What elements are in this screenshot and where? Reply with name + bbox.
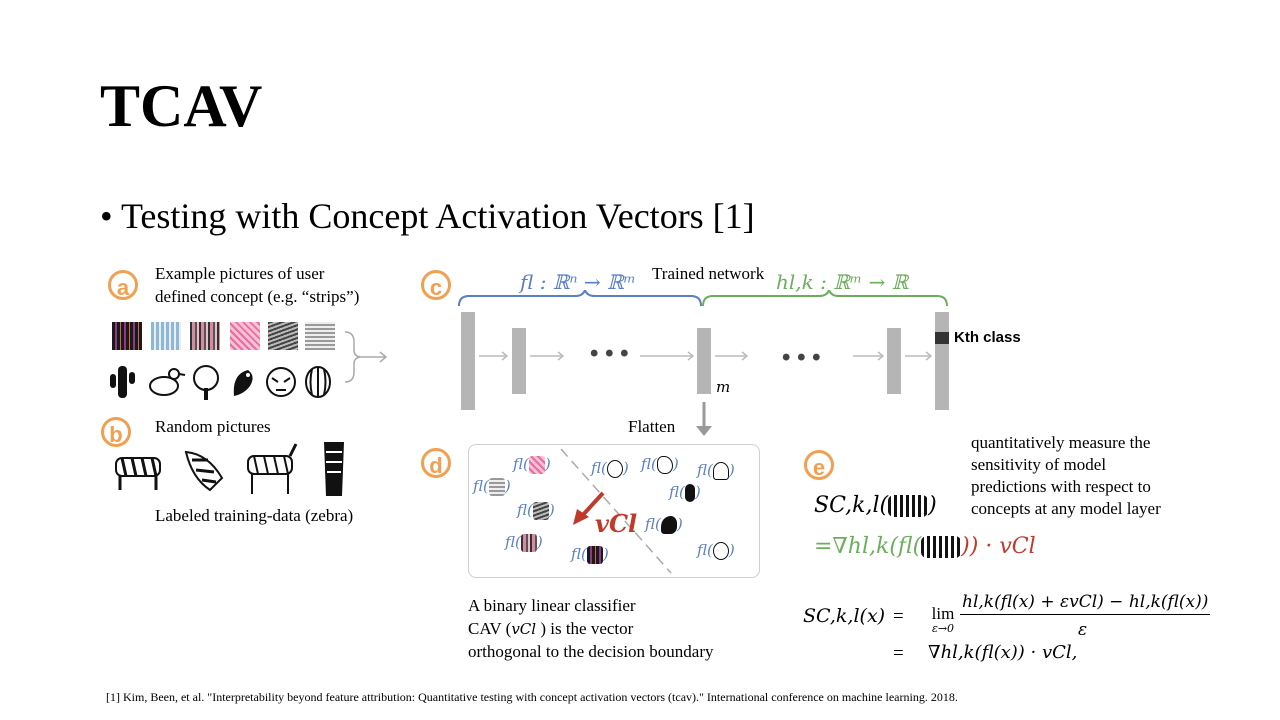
zebra-images: [115, 442, 344, 496]
k-class-unit: [935, 332, 949, 344]
panel-d-caption-3: orthogonal to the decision boundary: [468, 642, 714, 661]
h-formula: hl,k : ℝᵐ → ℝ: [776, 270, 909, 294]
fl-label: fl(: [591, 459, 607, 477]
cav-symbol-inline: vCl: [511, 620, 537, 638]
fl-label: fl(: [571, 545, 587, 563]
panel-e-desc-4: concepts at any model layer: [971, 499, 1161, 518]
label-b: b: [101, 417, 131, 447]
stripe-image-1: [112, 322, 142, 350]
stripe-thumb: [528, 456, 545, 474]
bird-icon: [656, 456, 673, 474]
grad-eq: =∇hl,k(fl(: [814, 534, 922, 559]
zebra-icon: [324, 442, 344, 496]
zebra-icon: [247, 443, 298, 494]
cactus-icon: [684, 484, 695, 502]
stripe-image-4: [230, 322, 260, 350]
trained-network-label: Trained network: [652, 264, 765, 283]
layer-arrows: [479, 351, 933, 361]
stripe-image-6: [305, 322, 335, 350]
limit-subscript: ε→0: [931, 622, 955, 635]
grad-tail: )) · vCl: [961, 534, 1036, 559]
panel-a-text-2: defined concept (e.g. “strips”): [155, 287, 360, 306]
flatten-arrow: [696, 402, 712, 436]
denominator: ε: [1078, 620, 1088, 640]
formula-lhs: SC,k,l(x): [803, 605, 886, 627]
panel-e-desc-3: predictions with respect to: [971, 477, 1151, 496]
f-formula: fl : ℝⁿ → ℝᵐ: [520, 270, 636, 294]
fl-label: fl(: [697, 541, 713, 559]
hidden-layer-last: [887, 328, 901, 394]
fl-label: fl(: [505, 533, 521, 551]
dots-1: • • •: [590, 340, 629, 367]
watermelon-icon: [305, 366, 331, 398]
classifier-box: fl() fl() fl() fl() fl() fl() fl() fl() …: [468, 444, 760, 578]
zebra-icon: [921, 536, 962, 558]
random-icons-row: [110, 365, 331, 400]
numerator: hl,k(fl(x) + εvCl) − hl,k(fl(x)): [960, 592, 1211, 615]
panel-e-desc-2: sensitivity of model: [971, 455, 1107, 474]
fl-label: fl(: [473, 477, 489, 495]
formula-eq-1: =: [893, 606, 904, 627]
fl-label: fl(: [517, 501, 533, 519]
parrot-icon: [233, 370, 253, 396]
tiger-icon: [712, 542, 729, 560]
panel-d-caption-2b: ) is the vector: [536, 619, 634, 638]
zebra-icon: [115, 457, 161, 490]
stripe-image-5: [268, 322, 298, 350]
hidden-layer-1: [512, 328, 526, 394]
parrot-icon: [660, 516, 677, 534]
panel-d-caption-1: A binary linear classifier: [468, 596, 636, 615]
watermelon-icon: [606, 460, 623, 478]
h-brace: [702, 290, 948, 307]
panel-d-caption-2a: CAV (: [468, 619, 512, 638]
stripe-image-2: [151, 322, 181, 350]
zebra-icon: [184, 450, 224, 492]
stripe-image-3: [190, 322, 220, 350]
tiger-icon: [266, 367, 296, 397]
f-brace: [458, 290, 702, 307]
fl-label: fl(: [669, 483, 685, 501]
cav-vector-label: vCl: [595, 509, 638, 538]
slide-title: TCAV: [100, 73, 263, 139]
stripe-thumb: [532, 502, 549, 520]
fl-label: fl(: [697, 461, 713, 479]
brace-arrow: [344, 331, 388, 383]
stripe-thumb: [488, 478, 505, 496]
s-right: ): [928, 493, 937, 518]
fl-label: fl(: [513, 455, 529, 473]
fl-label: fl(: [641, 455, 657, 473]
panel-a-text-1: Example pictures of user: [155, 264, 325, 283]
fl-label: fl(: [645, 515, 661, 533]
label-d: d: [421, 448, 451, 478]
panel-e-desc-1: quantitatively measure the: [971, 433, 1151, 452]
network-diagram: [458, 290, 949, 410]
label-e: e: [804, 450, 834, 480]
k-class-label: Kth class: [954, 329, 1021, 346]
cactus-icon: [110, 366, 135, 398]
output-layer: [935, 312, 949, 410]
tree-icon: [712, 462, 729, 480]
m-label: m: [716, 378, 731, 396]
footnote: [1] Kim, Been, et al. "Interpretability …: [106, 690, 958, 704]
zebra-icon: [888, 495, 929, 517]
bullet-point: • Testing with Concept Activation Vector…: [100, 196, 755, 236]
label-c: c: [421, 270, 451, 300]
decision-boundary: [560, 448, 672, 574]
stripe-thumb: [586, 546, 603, 564]
layer-m: [697, 328, 711, 394]
tree-icon: [193, 365, 219, 400]
bird-icon: [149, 368, 186, 396]
limit: lim: [931, 604, 955, 623]
label-a: a: [108, 270, 138, 300]
formula-eq-2: =: [893, 643, 904, 664]
panel-b-random-text: Random pictures: [155, 417, 271, 436]
flatten-label: Flatten: [628, 417, 676, 436]
s-left: SC,k,l(: [814, 493, 889, 518]
formula-line-2: ∇hl,k(fl(x)) · vCl,: [928, 642, 1078, 663]
stripe-thumb: [520, 534, 537, 552]
input-layer: [461, 312, 475, 410]
dots-2: • • •: [782, 344, 821, 371]
panel-b-labeled-text: Labeled training-data (zebra): [155, 506, 354, 525]
